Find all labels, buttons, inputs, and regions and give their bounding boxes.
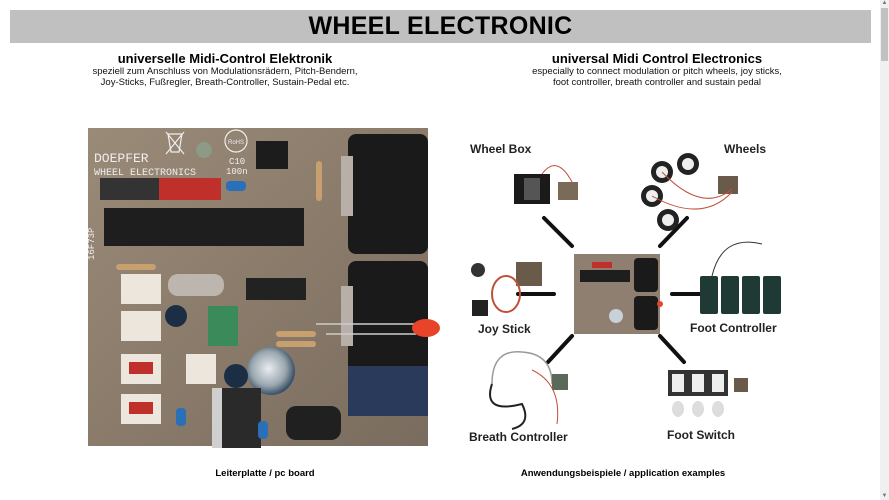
caption-pc-board: Leiterplatte / pc board: [215, 468, 315, 479]
label-joy-stick: Joy Stick: [478, 322, 531, 336]
application-examples-illustration: [471, 153, 781, 430]
led: [412, 319, 440, 337]
joy-stick-device: [471, 262, 542, 316]
silk-c10-val: 100n: [226, 167, 248, 177]
pc-board-illustration: DOEPFER WHEEL ELECTRONICS RoHS C10 100n …: [87, 128, 440, 448]
midi-socket-1: [348, 134, 428, 254]
line-wheel-box: [542, 216, 574, 248]
page-title: WHEEL ELECTRONIC: [308, 12, 573, 40]
electrolytic-capacitor: [247, 347, 295, 395]
german-title: universelle Midi-Control Elektronik: [117, 51, 333, 66]
microcontroller-chip: [104, 208, 304, 246]
caption-application-examples: Anwendungsbeispiele / application exampl…: [520, 468, 726, 479]
german-line-2: Joy-Sticks, Fußregler, Breath-Controller…: [100, 77, 350, 88]
line-wheels: [658, 216, 689, 248]
midi-socket-2: [348, 261, 428, 381]
english-title: universal Midi Control Electronics: [551, 51, 763, 66]
center-board: [574, 254, 663, 334]
scroll-up-icon[interactable]: ▲: [881, 0, 888, 6]
english-line-1: especially to connect modulation or pitc…: [532, 66, 782, 77]
breath-controller-device: [489, 351, 568, 430]
german-line-1: speziell zum Anschluss von Modulationsrä…: [92, 66, 358, 77]
silk-product: WHEEL ELECTRONICS: [94, 168, 196, 179]
pc-board-image: DOEPFER WHEEL ELECTRONICS RoHS C10 100n …: [86, 126, 446, 451]
foot-switch-device: [668, 370, 748, 417]
german-description: universelle Midi-Control Elektronik spez…: [60, 51, 390, 88]
silk-brand: DOEPFER: [94, 151, 149, 166]
label-breath-controller: Breath Controller: [469, 430, 568, 444]
scrollbar-thumb[interactable]: [881, 8, 888, 61]
wheel-box-device: [514, 165, 578, 204]
application-examples-image: Wheel Box Wheels Joy Stick Foot Controll…: [462, 134, 792, 446]
line-breath-controller: [546, 334, 574, 364]
vertical-scrollbar[interactable]: ▲ ▼: [880, 0, 889, 500]
line-foot-switch: [658, 334, 686, 364]
page-header: WHEEL ELECTRONIC: [10, 10, 871, 43]
scroll-down-icon[interactable]: ▼: [881, 493, 888, 499]
english-description: universal Midi Control Electronics espec…: [490, 51, 824, 88]
label-wheel-box: Wheel Box: [470, 142, 532, 156]
label-wheels: Wheels: [724, 142, 767, 156]
wheels-device: [641, 153, 738, 231]
silk-c10: C10: [229, 157, 245, 167]
red-jumpers: [159, 178, 221, 200]
label-foot-switch: Foot Switch: [667, 428, 735, 442]
foot-controller-device: [700, 241, 781, 314]
label-foot-controller: Foot Controller: [690, 321, 777, 335]
english-line-2: foot controller, breath controller and s…: [552, 77, 762, 88]
silk-rohs: RoHS: [228, 140, 244, 146]
power-socket: [348, 366, 428, 416]
silk-chip: 16F73P: [87, 228, 97, 260]
